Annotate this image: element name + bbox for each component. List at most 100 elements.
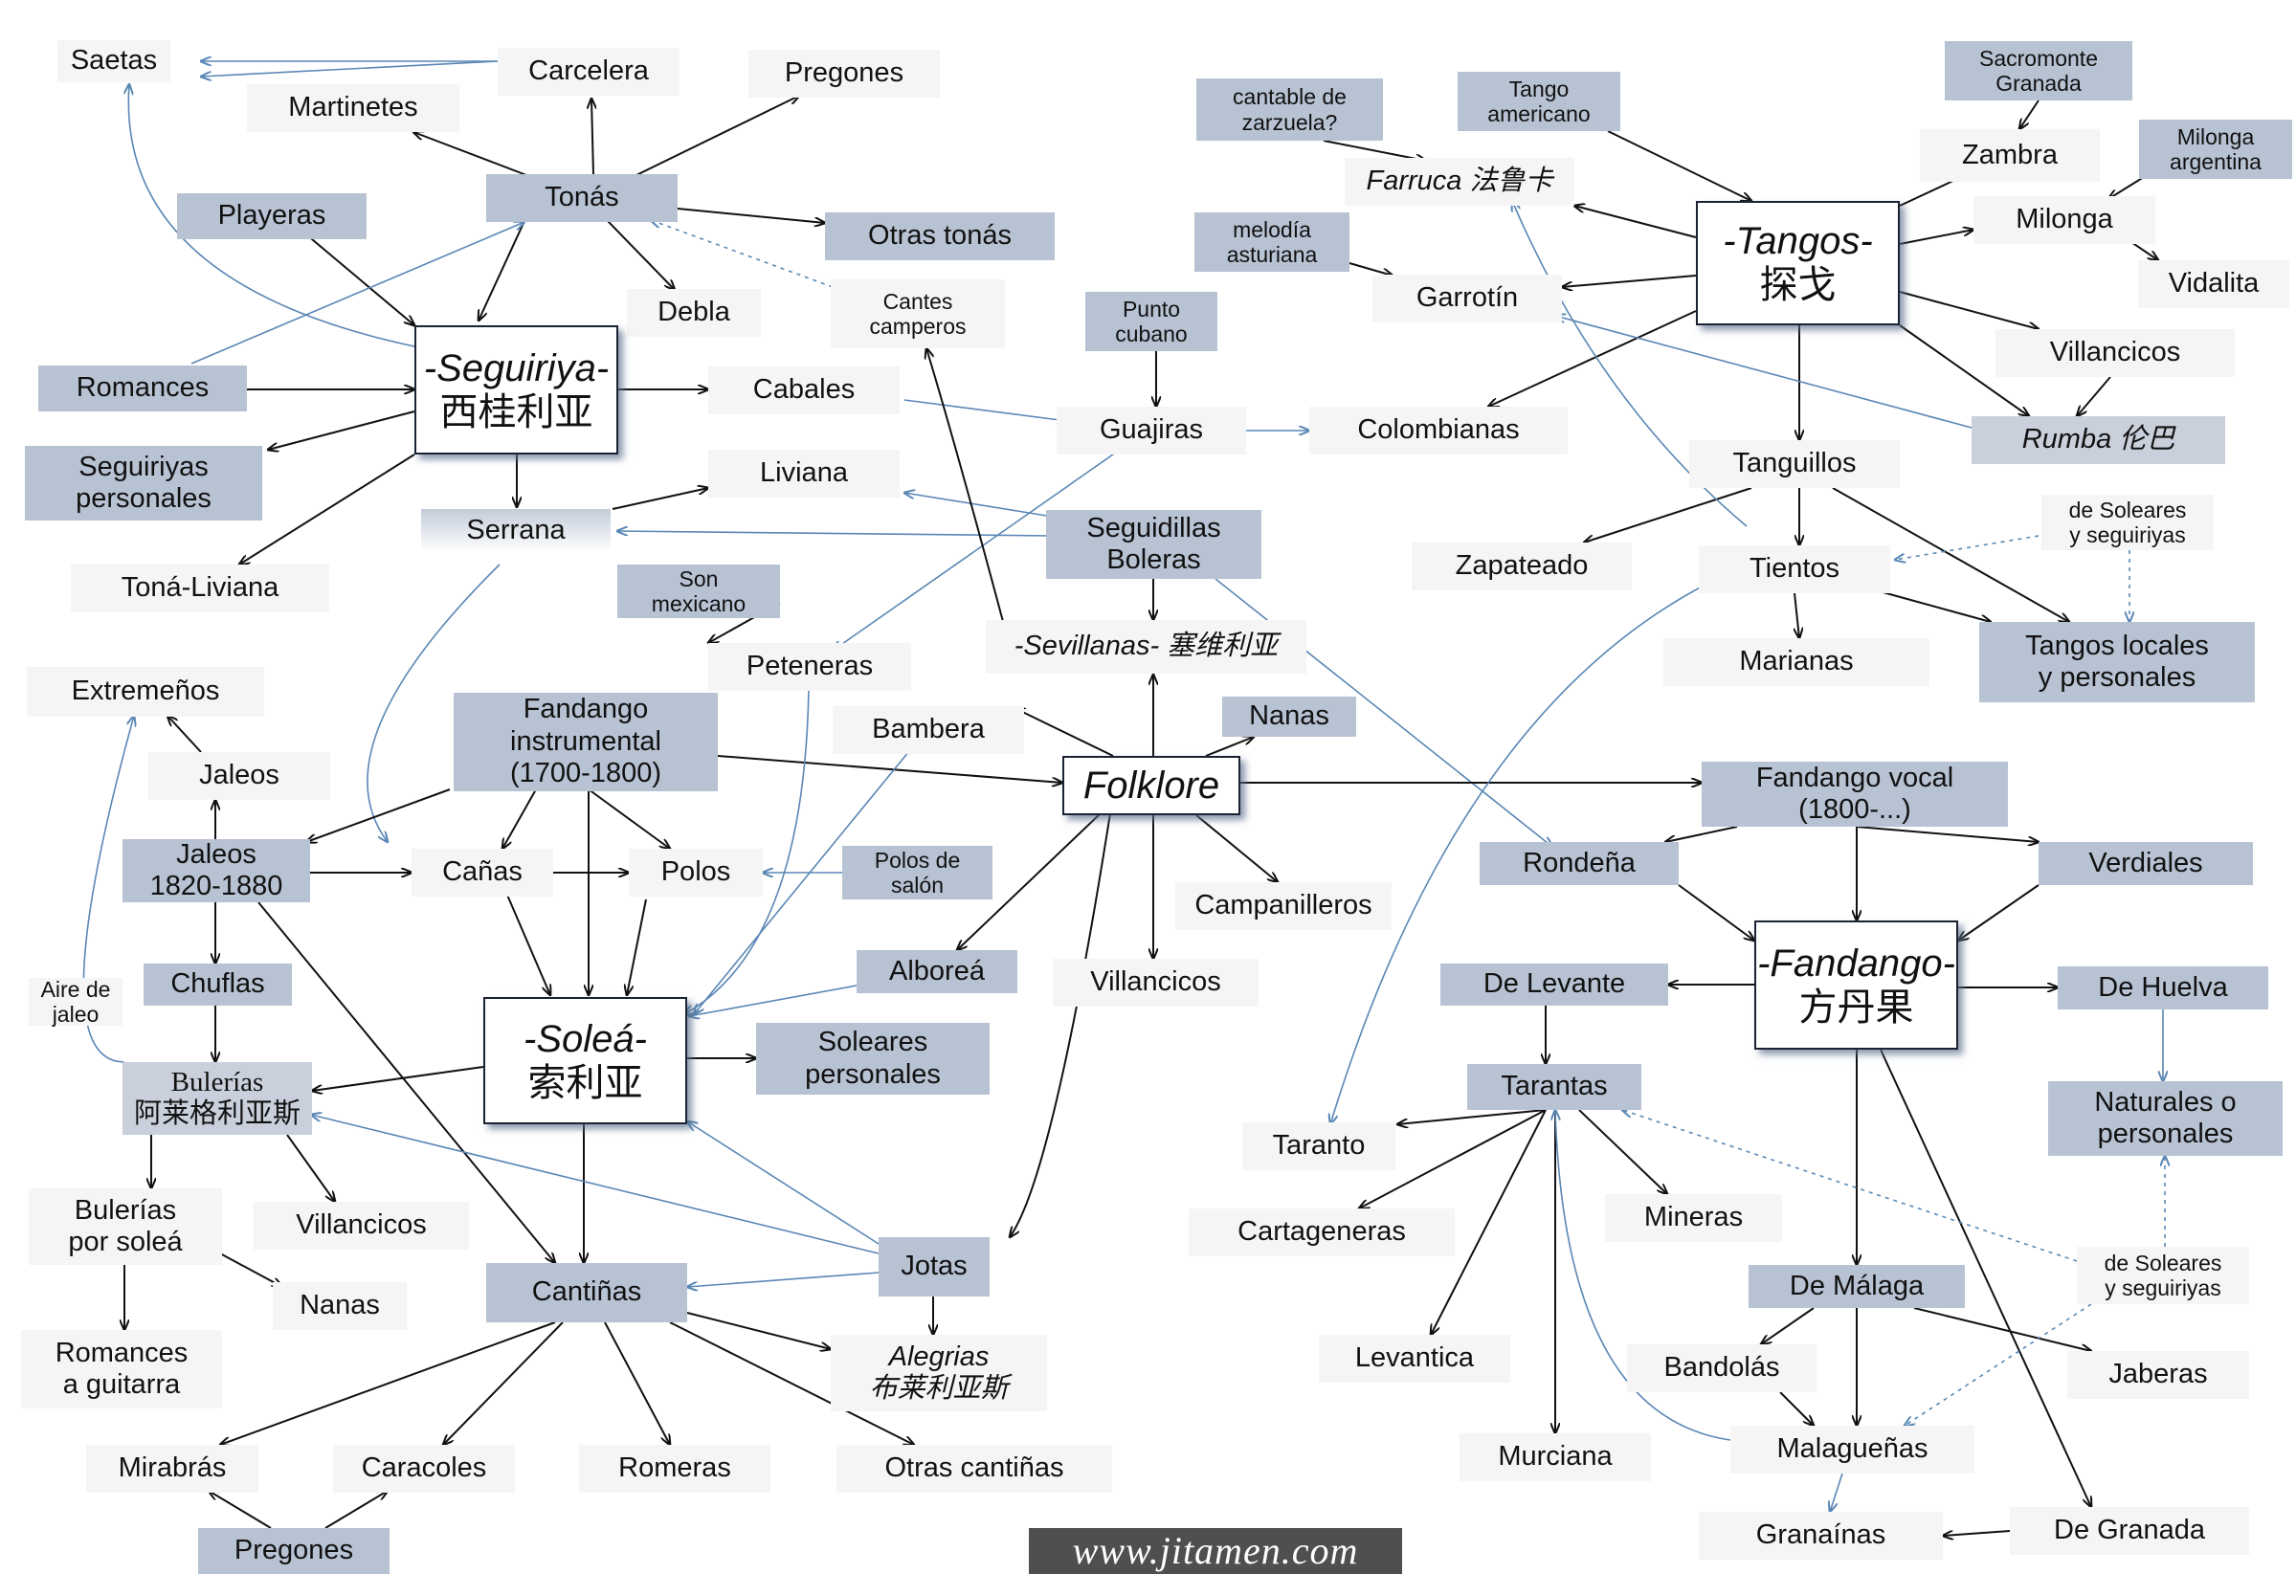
node-label: Rondeña	[1523, 847, 1636, 878]
edge-arrow	[627, 898, 647, 995]
node-label: Tango	[1508, 76, 1570, 101]
edge-arrow	[669, 1321, 914, 1445]
edge-arrow	[1913, 1307, 2091, 1351]
node-label: Romeras	[618, 1452, 731, 1484]
node-otras-tonas: Otras tonás	[825, 212, 1055, 260]
node-rumba: Rumba 伦巴	[1972, 416, 2225, 464]
node-chuflas: Chuflas	[144, 964, 292, 1006]
node-label: Campanilleros	[1194, 890, 1372, 921]
edge-arrow	[1622, 1110, 2078, 1262]
edge-arrow	[686, 1312, 831, 1349]
node-label: -Sevillanas- 塞维利亚	[1014, 631, 1279, 662]
node-label: Cabales	[752, 374, 856, 406]
node-label: -Fandango-	[1757, 942, 1955, 985]
edge-arrow	[1856, 826, 2039, 842]
node-label: Mineras	[1643, 1202, 1744, 1233]
node-label: Malagueñas	[1776, 1433, 1928, 1465]
node-peteneras: Peteneras	[708, 643, 911, 691]
node-de-huelva: De Huelva	[2058, 966, 2268, 1009]
node-label: De Granada	[2054, 1515, 2205, 1546]
node-label: Caracoles	[361, 1452, 487, 1484]
node-label: Milonga	[2016, 204, 2113, 235]
node-label: Rumba 伦巴	[2021, 424, 2175, 455]
node-label: Seguiriyas	[78, 451, 209, 482]
node-label: Son	[679, 565, 719, 591]
edge-arrow	[684, 688, 810, 1014]
node-sevillanas: -Sevillanas- 塞维利亚	[986, 620, 1306, 674]
node-label: -Soleá-	[524, 1017, 647, 1060]
node-villancicos-left: Villancicos	[254, 1202, 469, 1250]
node-label: Debla	[658, 297, 730, 328]
edge-arrow	[1678, 884, 1754, 941]
node-label: Otras cantiñas	[884, 1452, 1064, 1484]
node-label: Levantica	[1354, 1342, 1475, 1374]
node-granainas: Granaínas	[1699, 1512, 1943, 1560]
edge-arrow	[306, 788, 451, 842]
node-romances: Romances	[38, 366, 247, 411]
node-canas: Cañas	[412, 849, 553, 897]
edge-arrow	[607, 220, 675, 290]
node-villancicos-mid: Villancicos	[1053, 959, 1259, 1007]
node-farruca: Farruca 法鲁卡	[1345, 158, 1574, 206]
node-colombianas: Colombianas	[1309, 407, 1568, 454]
node-marianas: Marianas	[1663, 638, 1929, 686]
node-label: Bulerías	[74, 1194, 177, 1226]
node-label: Romances	[76, 372, 210, 404]
node-debla: Debla	[627, 289, 761, 337]
node-fandango: -Fandango-方丹果	[1754, 920, 1958, 1050]
node-caracoles: Caracoles	[333, 1445, 515, 1493]
node-label: argentina	[2170, 149, 2262, 174]
node-cabales: Cabales	[708, 366, 900, 414]
node-label: Romances	[55, 1337, 189, 1368]
node-fandango-vocal: Fandango vocal(1800-...)	[1702, 762, 2008, 827]
node-label: Soleares	[817, 1027, 928, 1058]
node-label: Vidalita	[2168, 268, 2260, 299]
edge-arrow	[1205, 737, 1254, 757]
node-label: Cañas	[442, 856, 523, 888]
node-label: de Soleares	[2104, 1250, 2222, 1275]
node-de-levante: De Levante	[1440, 964, 1668, 1006]
node-jaberas: Jaberas	[2067, 1351, 2249, 1399]
edge-arrow	[617, 531, 1054, 537]
edge-arrow	[479, 220, 525, 321]
node-tona-liviana: Toná-Liviana	[71, 565, 329, 612]
node-label: Naturales o	[2094, 1086, 2237, 1118]
edge-arrow	[1323, 140, 1426, 161]
node-label: Pregones	[234, 1535, 354, 1566]
node-taranto: Taranto	[1242, 1122, 1395, 1170]
edge-arrow	[502, 788, 537, 849]
node-guajiras: Guajiras	[1057, 407, 1246, 454]
node-label: americano	[1487, 101, 1591, 126]
edge-arrow	[1958, 884, 2040, 941]
edge-arrow	[1578, 1109, 1667, 1194]
edge-arrow	[413, 132, 527, 176]
node-label: y seguiriyas	[2069, 522, 2186, 547]
node-label: personales	[76, 483, 212, 514]
node-label: Pregones	[784, 57, 904, 89]
edge-arrow	[635, 96, 799, 176]
node-label: Villancicos	[2049, 337, 2181, 368]
edge-arrow	[687, 1272, 880, 1287]
node-label: Polos	[660, 856, 731, 888]
node-label: jaleo	[52, 1002, 100, 1027]
edge-arrow	[286, 1134, 335, 1202]
node-label: Fandango vocal	[1755, 762, 1954, 793]
node-label: 方丹果	[1798, 985, 1914, 1030]
node-label: cubano	[1115, 321, 1188, 346]
node-label: Extremeños	[71, 676, 220, 707]
node-label: 索利亚	[527, 1060, 643, 1105]
edge-arrow	[190, 222, 524, 365]
node-label: Farruca 法鲁卡	[1366, 166, 1553, 197]
node-label: www.jitamen.com	[1072, 1529, 1359, 1572]
